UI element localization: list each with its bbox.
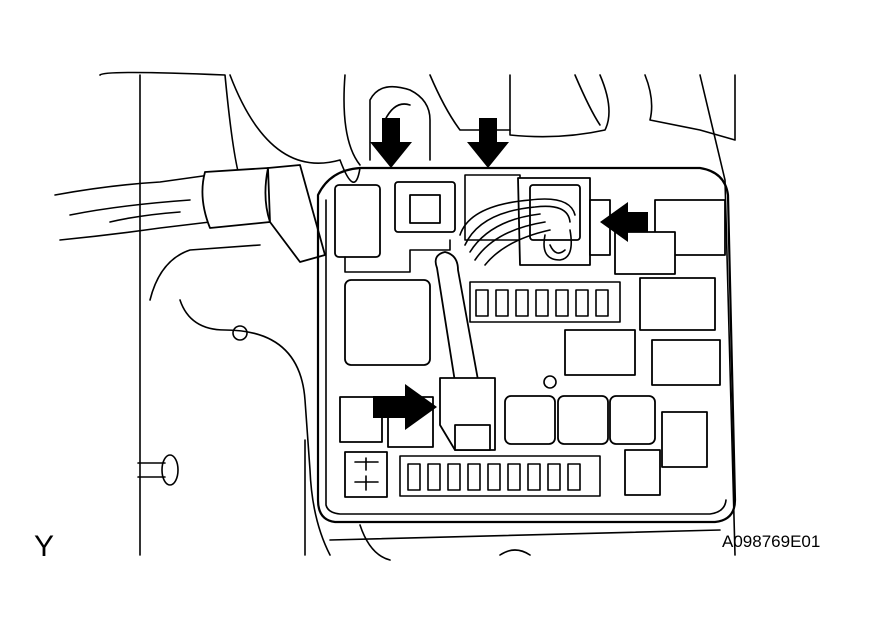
fuse-row-upper bbox=[469, 281, 621, 323]
arrow-right-lower-connector bbox=[373, 384, 437, 430]
relays bbox=[344, 277, 721, 389]
cable-loops bbox=[459, 198, 576, 266]
arrow-down-left bbox=[370, 118, 412, 168]
upper-bracket bbox=[229, 74, 736, 556]
hose bbox=[434, 251, 479, 383]
arrow-down-right bbox=[467, 118, 509, 168]
arrow-left-connector bbox=[600, 202, 648, 242]
lower-connectors bbox=[339, 377, 708, 496]
figure-code: A098769E01 bbox=[722, 532, 821, 551]
fuse-box-housing bbox=[316, 166, 737, 561]
fuse-row-lower bbox=[344, 451, 601, 498]
view-label: Y bbox=[34, 530, 55, 563]
body-panel-left bbox=[99, 71, 331, 556]
wire-harness bbox=[54, 164, 326, 263]
